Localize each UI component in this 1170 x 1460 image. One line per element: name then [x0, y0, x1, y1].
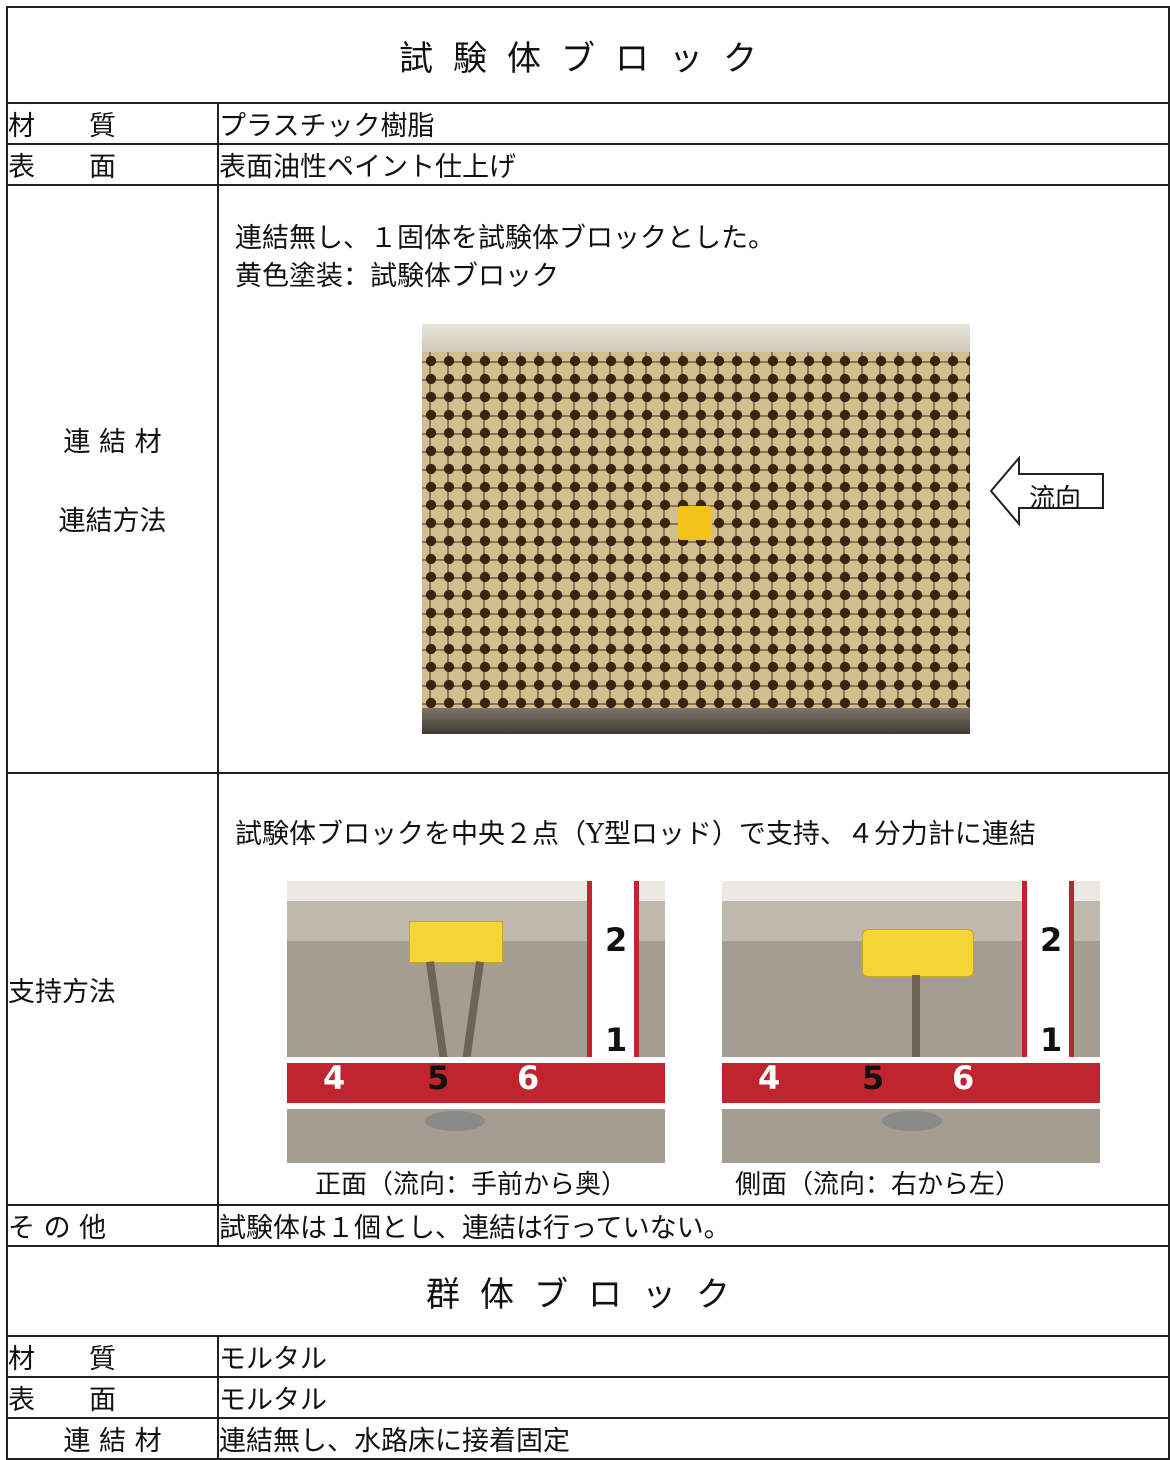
ruler-digit: 2	[605, 921, 628, 959]
ruler-digit: 6	[517, 1059, 540, 1097]
horizontal-ruler	[722, 1057, 1100, 1109]
connection-line-2: 黄色塗装：試験体ブロック	[235, 261, 559, 292]
group-connector-row: 連 結 材 連結無し、水路床に接着固定	[6, 1417, 1170, 1460]
support-text: 試験体ブロックを中央２点（Y型ロッド）で支持、４分力計に連結	[235, 819, 1036, 850]
flume-ceiling	[422, 324, 970, 352]
surface-value: 表面油性ペイント仕上げ	[217, 143, 1170, 186]
ruler-digit: 1	[605, 1021, 628, 1059]
group-connector-value: 連結無し、水路床に接着固定	[217, 1417, 1170, 1460]
test-block-header-row: 試験体ブロック	[6, 6, 1170, 104]
flow-arrow-icon	[989, 456, 1104, 526]
flow-direction-label: 流向	[1029, 484, 1082, 514]
other-row: そ の 他 試験体は１個とし、連結は行っていない。	[6, 1204, 1170, 1247]
ruler-digit: 5	[427, 1059, 450, 1097]
test-block-title: 試験体ブロック	[6, 6, 1170, 104]
surface-label: 表 面	[6, 143, 219, 186]
ruler-digit: 4	[758, 1059, 781, 1097]
front-photo: 2 1 4 5 6	[287, 881, 665, 1163]
side-photo: 2 1 4 5 6	[722, 881, 1100, 1163]
group-block-title: 群体ブロック	[6, 1245, 1170, 1337]
flume-floor	[422, 708, 970, 734]
ruler-digit: 5	[862, 1059, 885, 1097]
group-surface-row: 表 面 モルタル	[6, 1376, 1170, 1419]
other-value: 試験体は１個とし、連結は行っていない。	[217, 1204, 1170, 1247]
group-connector-label: 連 結 材	[6, 1417, 219, 1460]
base-plate	[425, 1111, 485, 1131]
ruler-digit: 4	[323, 1059, 346, 1097]
material-row: 材 質 プラスチック樹脂	[6, 102, 1170, 145]
spec-table: 試験体ブロック 材 質 プラスチック樹脂 表 面 表面油性ペイント仕上げ 連 結…	[6, 6, 1170, 1460]
horizontal-ruler	[287, 1057, 665, 1109]
connection-label-cell: 連 結 材 連結方法	[6, 184, 219, 774]
surface-row: 表 面 表面油性ペイント仕上げ	[6, 143, 1170, 186]
connection-row: 連 結 材 連結方法 連結無し、１固体を試験体ブロックとした。 黄色塗装：試験体…	[6, 184, 1170, 774]
group-surface-label: 表 面	[6, 1376, 219, 1419]
group-material-value: モルタル	[217, 1335, 1170, 1378]
ruler-digit: 1	[1040, 1021, 1063, 1059]
connection-line-1: 連結無し、１固体を試験体ブロックとした。	[235, 223, 775, 254]
straight-rod	[912, 975, 920, 1095]
ruler-digit: 6	[952, 1059, 975, 1097]
front-photo-caption: 正面（流向：手前から奥）	[315, 1170, 628, 1200]
connector-label: 連 結 材	[63, 427, 162, 458]
support-label: 支持方法	[6, 772, 219, 1206]
group-block-header-row: 群体ブロック	[6, 1245, 1170, 1337]
yellow-block-head	[862, 929, 974, 977]
block-array-photo	[422, 324, 970, 734]
side-photo-caption: 側面（流向：右から左）	[735, 1170, 1022, 1200]
connection-content-cell: 連結無し、１固体を試験体ブロックとした。 黄色塗装：試験体ブロック 流向	[217, 184, 1170, 774]
material-label: 材 質	[6, 102, 219, 145]
group-surface-value: モルタル	[217, 1376, 1170, 1419]
yellow-test-block	[678, 506, 712, 540]
other-label: そ の 他	[6, 1204, 219, 1247]
base-plate	[882, 1111, 942, 1131]
ruler-digit: 2	[1040, 921, 1063, 959]
connection-method-label: 連結方法	[58, 506, 167, 537]
group-material-row: 材 質 モルタル	[6, 1335, 1170, 1378]
support-content-cell: 試験体ブロックを中央２点（Y型ロッド）で支持、４分力計に連結 2 1 4 5 6…	[217, 772, 1170, 1206]
material-value: プラスチック樹脂	[217, 102, 1170, 145]
yellow-block-head	[409, 921, 503, 963]
support-row: 支持方法 試験体ブロックを中央２点（Y型ロッド）で支持、４分力計に連結 2 1 …	[6, 772, 1170, 1206]
group-material-label: 材 質	[6, 1335, 219, 1378]
